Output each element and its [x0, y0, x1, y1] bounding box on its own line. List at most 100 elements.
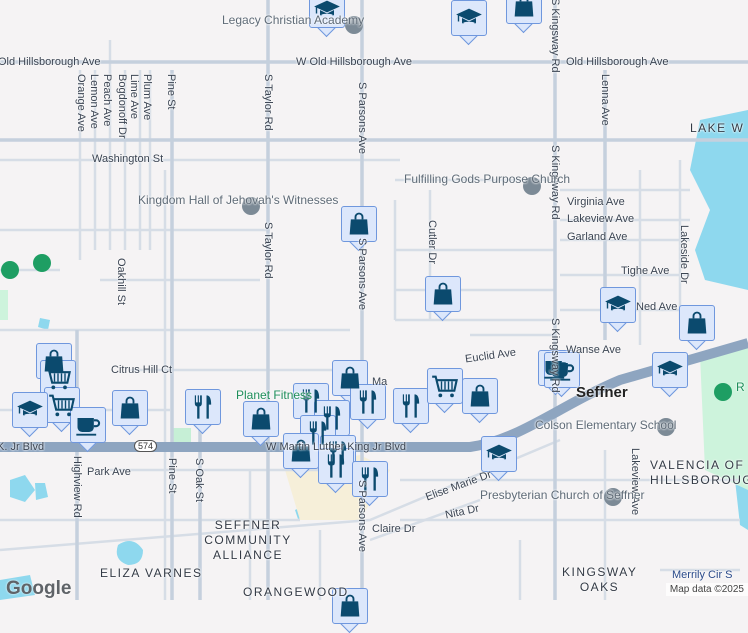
- shopping-icon: [510, 0, 538, 20]
- school-icon: [455, 4, 483, 32]
- street-label: Bogdonoff Dr: [116, 74, 128, 139]
- street-label: Lime Ave: [128, 74, 140, 120]
- marker-restaurant[interactable]: [320, 435, 356, 481]
- street-label: Tighe Ave: [621, 265, 670, 277]
- restaurant-icon: [397, 392, 425, 420]
- street-label: Merrily Cir S: [672, 569, 733, 581]
- shopping-icon: [429, 280, 457, 308]
- street-label: Lakeview Ave: [629, 448, 641, 516]
- shopping-icon: [116, 394, 144, 422]
- marker-restaurant[interactable]: [314, 400, 350, 446]
- street-label: Plum Ave: [141, 74, 153, 121]
- school-icon: [16, 396, 44, 424]
- place-colson-elementary[interactable]: Colson Elementary School: [535, 418, 677, 432]
- area-valencia: VALENCIA OF HILLSBOROUGH: [650, 458, 748, 487]
- area-orangewood: ORANGEWOOD: [243, 585, 349, 599]
- street-label: Lenna Ave: [599, 74, 611, 126]
- marker-cafe[interactable]: [544, 352, 580, 398]
- marker-shopping[interactable]: [425, 276, 461, 322]
- street-label: S Taylor Rd: [262, 222, 274, 279]
- street-label: S Parsons Ave: [356, 82, 368, 154]
- street-label: K. Jr Blvd: [0, 441, 45, 453]
- school-icon: [485, 440, 513, 468]
- street-label: Oakhill St: [115, 258, 127, 306]
- marker-school[interactable]: [652, 352, 688, 398]
- street-label: Old Hillsborough Ave: [0, 56, 101, 68]
- street-label: Garland Ave: [567, 231, 628, 243]
- street-label: Park Ave: [87, 466, 131, 478]
- marker-school[interactable]: [12, 392, 48, 438]
- marker-shopping[interactable]: [462, 378, 498, 424]
- marker-shopping[interactable]: [332, 360, 368, 406]
- street-label: Citrus Hill Ct: [111, 364, 173, 376]
- route-shield: 574: [134, 440, 158, 452]
- street-label: Ned Ave: [636, 301, 678, 313]
- street-label: S Parsons Ave: [356, 480, 368, 552]
- shopping-icon: [247, 405, 275, 433]
- street-label: Pine St: [166, 458, 178, 494]
- mlk-blvd-highway: [0, 338, 748, 452]
- restaurant-icon: [189, 393, 217, 421]
- street-label: W Martin Luther King Jr Blvd: [266, 441, 406, 453]
- grocery-icon: [44, 364, 72, 392]
- marker-shopping[interactable]: [679, 305, 715, 351]
- street-label: Lakeside Dr: [678, 225, 690, 284]
- grocery-icon: [48, 391, 76, 419]
- street-label: Ma: [372, 376, 388, 388]
- street-label: Lakeview Ave: [567, 213, 635, 225]
- street-label: Washington St: [92, 153, 164, 165]
- street-label: Old Hillsborough Ave: [566, 56, 669, 68]
- area-kingsway-oaks: KINGSWAY OAKS: [562, 565, 638, 594]
- marker-school[interactable]: [309, 0, 345, 38]
- icons-poi: [1, 16, 732, 506]
- marker-school[interactable]: [600, 287, 636, 333]
- street-label: Peach Ave: [101, 74, 113, 127]
- marker-restaurant[interactable]: [393, 388, 429, 434]
- marker-school[interactable]: [481, 436, 517, 482]
- street-label: Cutler Dr: [426, 220, 438, 265]
- street-label: Lemon Ave: [88, 74, 100, 129]
- marker-shopping[interactable]: [243, 401, 279, 447]
- area-seffner: Seffner: [576, 384, 628, 401]
- area-label: LAKE W: [690, 121, 745, 135]
- street-label: S Taylor Rd: [262, 74, 274, 131]
- marker-shopping[interactable]: [341, 206, 377, 252]
- cafe-icon: [74, 411, 102, 439]
- map-attribution[interactable]: Map data ©2025: [665, 583, 748, 596]
- street-label: W Old Hillsborough Ave: [296, 56, 412, 68]
- shopping-icon: [345, 210, 373, 238]
- street-label: Claire Dr: [372, 523, 416, 535]
- street-label: Orange Ave: [75, 74, 87, 132]
- marker-restaurant[interactable]: [185, 389, 221, 435]
- street-label: Virginia Ave: [567, 196, 625, 208]
- shopping-icon: [466, 382, 494, 410]
- marker-restaurant[interactable]: [318, 448, 354, 494]
- place-legacy-christian-academy[interactable]: Legacy Christian Academy: [222, 13, 365, 27]
- place-fulfilling-gods-purpose-church[interactable]: Fulfilling Gods Purpose Church: [404, 172, 571, 186]
- marker-shopping[interactable]: [112, 390, 148, 436]
- place-kingdom-hall[interactable]: Kingdom Hall of Jehovah's Witnesses: [138, 193, 339, 207]
- restaurant-icon: [354, 388, 382, 416]
- marker-restaurant[interactable]: [350, 384, 386, 430]
- marker-cafe[interactable]: [70, 407, 106, 453]
- place-presbyterian-church[interactable]: Presbyterian Church of Seffner: [480, 488, 645, 502]
- marker-restaurant[interactable]: [352, 461, 388, 507]
- place-park[interactable]: R S: [736, 380, 748, 394]
- area-seffner-community-alliance: SEFFNER COMMUNITY ALLIANCE: [204, 518, 292, 562]
- school-icon: [656, 356, 684, 384]
- school-icon: [604, 291, 632, 319]
- street-label: S Kingsway Rd: [549, 318, 561, 393]
- street-label: Highview Rd: [71, 456, 83, 518]
- shopping-icon: [683, 309, 711, 337]
- street-label: S Parsons Ave: [356, 238, 368, 310]
- marker-school[interactable]: [451, 0, 487, 46]
- place-planet-fitness[interactable]: Planet Fitness: [236, 388, 313, 402]
- marker-shopping[interactable]: [283, 433, 319, 479]
- marker-grocery[interactable]: [427, 368, 463, 414]
- major-roads: [0, 0, 748, 600]
- google-logo: Google: [6, 578, 72, 599]
- street-label: S Oak St: [193, 458, 205, 503]
- marker-shopping[interactable]: [506, 0, 542, 34]
- street-label: Wanse Ave: [566, 344, 622, 356]
- area-eliza-varnes: ELIZA VARNES: [100, 566, 203, 580]
